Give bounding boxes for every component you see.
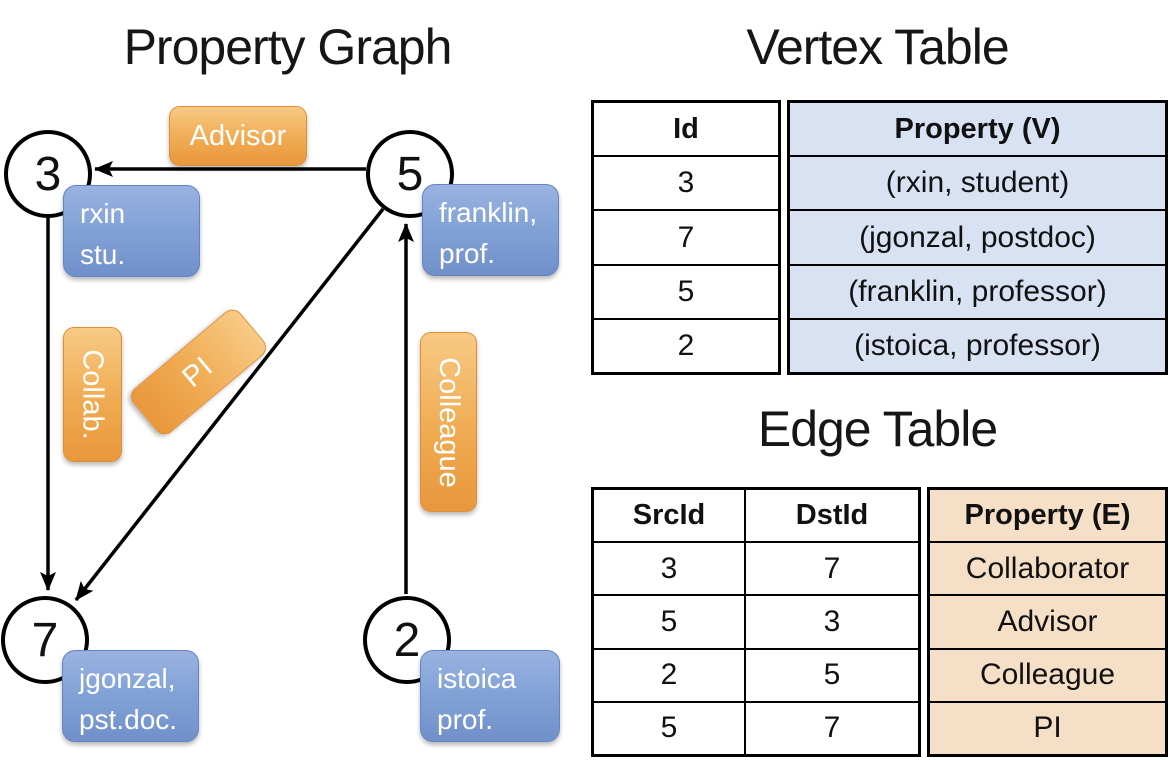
edge-dstid-cell: 7 — [744, 543, 918, 595]
vertex-property-franklin-line2: prof. — [439, 237, 496, 269]
table-row: Colleague — [930, 647, 1165, 701]
edge-property-cell: Collaborator — [930, 543, 1165, 595]
table-row: (istoica, professor) — [790, 317, 1165, 373]
edge-label-advisor-text: Advisor — [189, 119, 287, 152]
vertex-property-box-istoica: istoica prof. — [420, 650, 560, 742]
table-row: 7 — [594, 209, 778, 263]
vertex-table-header-property: Property (V) — [790, 103, 1165, 156]
edge-label-colleague: Colleague — [420, 332, 477, 512]
edge-table-header-property: Property (E) — [930, 490, 1165, 542]
table-row: (jgonzal, postdoc) — [790, 209, 1165, 264]
vertex-table-title: Vertex Table — [746, 19, 1009, 75]
table-row: (rxin, student) — [790, 155, 1165, 210]
vertex-property-istoica-line2: prof. — [437, 703, 494, 735]
edge-property-cell: Advisor — [930, 596, 1165, 648]
vertex-property-cell: (rxin, student) — [790, 157, 1165, 210]
edge-dstid-cell: 7 — [744, 702, 918, 755]
table-row: 3 — [594, 155, 778, 209]
table-row: 2 — [594, 317, 778, 372]
edge-srcid-cell: 3 — [660, 551, 678, 585]
vertex-property-cell: (istoica, professor) — [790, 319, 1165, 373]
vertex-property-franklin-line1: franklin, — [439, 197, 538, 228]
edge-srcid-cell: 2 — [660, 658, 678, 692]
node-2-id: 2 — [393, 613, 421, 667]
edge-5-to-7 — [74, 207, 385, 602]
edge-label-collab-text: Collab. — [77, 349, 109, 440]
table-column-gap — [781, 100, 787, 375]
vertex-table-header-id: Id — [673, 112, 699, 145]
vertex-table: Id 3 7 5 2 Property (V) (rxin, student) … — [591, 100, 1168, 375]
table-row: 2 5 — [594, 647, 918, 701]
graph-edges-layer — [40, 161, 414, 602]
vertex-property-jgonzal-line2: pst.doc. — [79, 703, 178, 735]
vertex-id-cell: 5 — [677, 274, 695, 308]
edge-label-collab: Collab. — [63, 327, 122, 462]
edge-table-property-column: Property (E) Collaborator Advisor Collea… — [927, 487, 1168, 757]
vertex-table-property-column: Property (V) (rxin, student) (jgonzal, p… — [787, 100, 1168, 375]
property-graph-title: Property Graph — [123, 19, 453, 75]
vertex-id-cell: 3 — [677, 166, 695, 200]
vertex-property-box-franklin: franklin, prof. — [422, 184, 559, 276]
table-row: Advisor — [930, 594, 1165, 648]
edge-dstid-cell: 5 — [744, 649, 918, 701]
edge-table-title: Edge Table — [757, 401, 998, 457]
graph-node-2: 2 — [363, 596, 451, 684]
vertex-id-cell: 2 — [677, 328, 695, 362]
edge-label-colleague-text: Colleague — [433, 356, 466, 488]
vertex-property-jgonzal-line1: jgonzal, — [79, 663, 176, 694]
vertex-property-rxin-line1: rxin — [80, 198, 126, 229]
graph-node-5: 5 — [366, 130, 454, 218]
vertex-property-cell: (franklin, professor) — [790, 265, 1165, 318]
edge-label-pi-text: PI — [176, 349, 220, 394]
edge-table-src-dst-columns: SrcId DstId 3 7 5 3 2 5 5 7 — [591, 487, 921, 757]
vertex-property-box-jgonzal: jgonzal, pst.doc. — [62, 650, 199, 742]
table-column-gap — [921, 487, 927, 757]
table-row: Collaborator — [930, 541, 1165, 595]
edge-srcid-cell: 5 — [660, 711, 678, 745]
table-row: 5 — [594, 263, 778, 318]
vertex-property-istoica-line1: istoica — [437, 663, 517, 694]
node-5-id: 5 — [396, 147, 424, 201]
vertex-property-cell: (jgonzal, postdoc) — [790, 211, 1165, 264]
edge-srcid-cell: 5 — [660, 605, 678, 638]
node-7-id: 7 — [31, 613, 59, 667]
table-row: (franklin, professor) — [790, 263, 1165, 318]
edge-table: SrcId DstId 3 7 5 3 2 5 5 7 Property (E) — [591, 487, 1168, 757]
edge-dstid-cell: 3 — [744, 596, 918, 648]
vertex-property-rxin-line2: stu. — [80, 238, 126, 270]
edge-property-cell: Colleague — [930, 649, 1165, 701]
vertex-table-id-column: Id 3 7 5 2 — [591, 100, 781, 375]
edge-property-cell: PI — [930, 702, 1165, 755]
table-row: 5 3 — [594, 594, 918, 648]
edge-table-header-srcid: SrcId — [632, 499, 706, 532]
edge-table-header-dstid: DstId — [744, 490, 918, 542]
table-row: PI — [930, 700, 1165, 755]
vertex-id-cell: 7 — [677, 220, 695, 254]
vertex-property-box-rxin: rxin stu. — [63, 185, 200, 277]
table-row: 5 7 — [594, 700, 918, 755]
node-3-id: 3 — [34, 147, 62, 201]
table-row: 3 7 — [594, 541, 918, 595]
edge-label-advisor: Advisor — [169, 106, 307, 166]
